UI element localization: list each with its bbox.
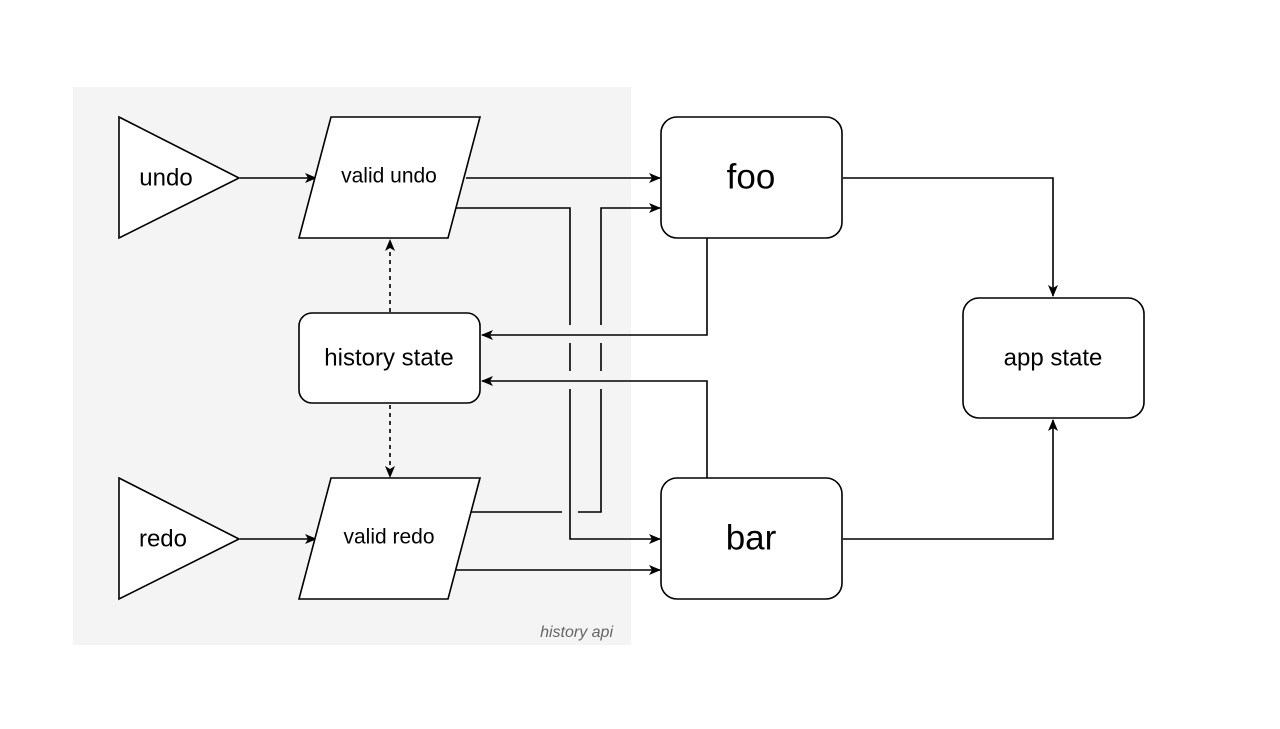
node-redo: redo	[118, 476, 241, 601]
node-bar: bar	[660, 477, 843, 600]
edges	[240, 173, 1058, 575]
foo-box	[660, 116, 843, 239]
history-state-box	[298, 312, 481, 404]
foo-label: foo	[727, 157, 776, 196]
node-valid-undo: valid undo	[297, 116, 482, 239]
bar-box	[660, 477, 843, 600]
edge-bar-to-history-state	[481, 376, 708, 478]
edge-foo-to-history-state	[481, 238, 708, 340]
valid-redo-parallelogram-shape	[297, 477, 482, 600]
bar-label: bar	[726, 518, 777, 557]
valid-undo-label: valid undo	[341, 165, 437, 188]
valid-undo-parallelogram-shape	[297, 116, 482, 239]
redo-label: redo	[139, 525, 187, 552]
node-valid-redo: valid redo	[297, 477, 482, 600]
undo-label: undo	[139, 164, 192, 191]
app-state-box	[962, 297, 1145, 419]
valid-redo-label: valid redo	[343, 526, 434, 549]
edge-foo-to-app-state	[843, 177, 1058, 297]
node-foo: foo	[660, 116, 843, 239]
history-state-label: history state	[324, 344, 453, 371]
edge-bar-to-app-state	[843, 419, 1058, 540]
redo-triangle-shape	[118, 476, 241, 601]
node-app-state: app state	[962, 297, 1145, 419]
undo-triangle-shape	[118, 115, 241, 240]
nodes: undo redo valid undo valid redo history …	[118, 115, 1145, 601]
edge-valid-redo-to-foo	[470, 208, 660, 513]
history-api-group-label: history api	[540, 624, 613, 641]
edge-valid-undo-to-bar	[455, 207, 660, 539]
node-history-state: history state	[298, 312, 481, 404]
app-state-label: app state	[1004, 344, 1103, 371]
node-undo: undo	[118, 115, 241, 240]
